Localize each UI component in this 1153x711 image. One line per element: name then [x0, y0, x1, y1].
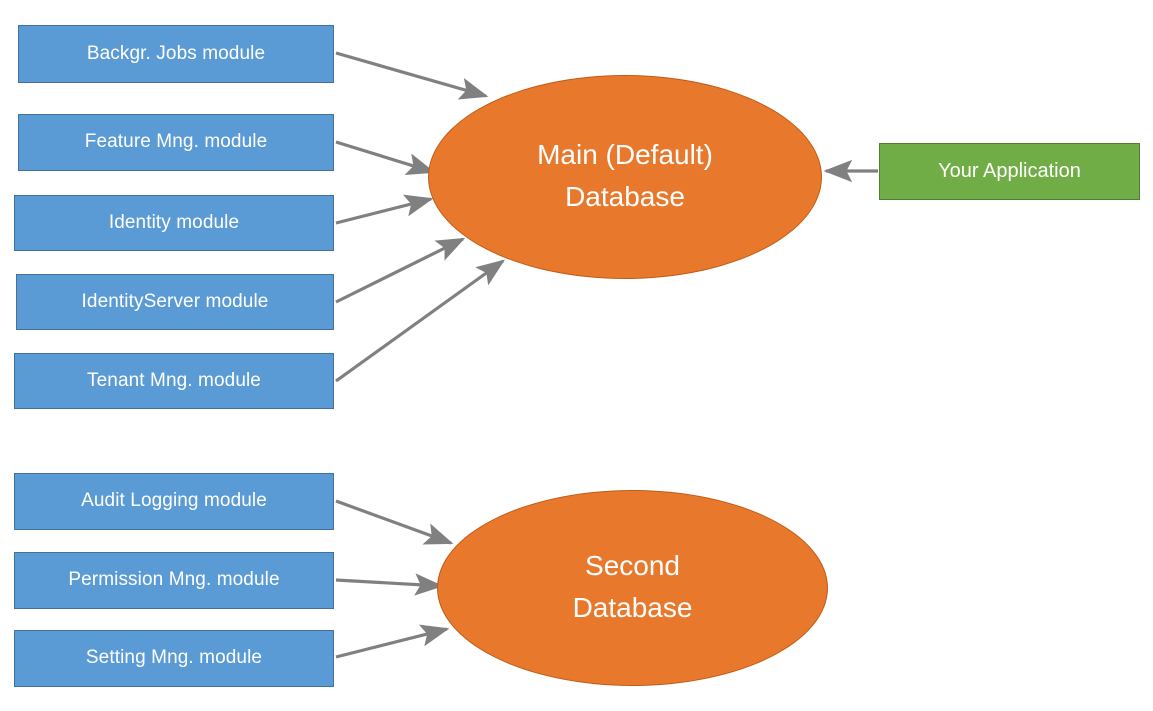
identityserver-to-main-db — [335, 237, 466, 304]
audit-logging-to-second-db — [335, 499, 454, 545]
database-ellipse-main[interactable]: Main (Default) Database — [428, 75, 822, 279]
module-label: Setting Mng. module — [85, 647, 263, 669]
backgr-jobs-to-main-db — [335, 51, 489, 100]
database-label-line2: Database — [572, 592, 693, 623]
module-box-backgr-jobs[interactable]: Backgr. Jobs module — [18, 25, 334, 83]
module-label: Backgr. Jobs module — [86, 42, 266, 64]
setting-mng-to-second-db — [335, 624, 450, 659]
database-label-line1: Second — [585, 550, 680, 582]
database-label-line2: Database — [565, 181, 685, 212]
database-ellipse-second[interactable]: Second Database — [437, 490, 828, 686]
module-label: Tenant Mng. module — [87, 369, 261, 391]
module-box-setting-mng[interactable]: Setting Mng. module — [14, 630, 334, 687]
module-box-permission-mng[interactable]: Permission Mng. module — [14, 552, 334, 609]
module-label: Feature Mng. module — [84, 131, 268, 153]
application-box[interactable]: Your Application — [879, 143, 1140, 200]
tenant-mng-to-main-db — [335, 259, 506, 383]
permission-mng-to-second-db — [335, 573, 444, 596]
module-label: Audit Logging module — [81, 490, 267, 512]
module-box-identityserver[interactable]: IdentityServer module — [16, 274, 334, 330]
module-box-audit-logging[interactable]: Audit Logging module — [14, 473, 334, 530]
module-box-feature-mng[interactable]: Feature Mng. module — [18, 114, 334, 171]
database-label-block: Second Database — [573, 546, 693, 630]
database-label-block: Main (Default) Database — [537, 135, 713, 219]
module-box-tenant-mng[interactable]: Tenant Mng. module — [14, 353, 334, 409]
module-label: Identity module — [108, 211, 240, 233]
module-label: Permission Mng. module — [68, 569, 280, 591]
module-label: IdentityServer module — [81, 290, 269, 312]
feature-mng-to-main-db — [335, 140, 436, 175]
module-box-identity[interactable]: Identity module — [14, 195, 334, 251]
identity-to-main-db — [335, 194, 434, 225]
application-label: Your Application — [938, 159, 1081, 182]
database-label-line1: Main (Default) — [537, 139, 713, 171]
